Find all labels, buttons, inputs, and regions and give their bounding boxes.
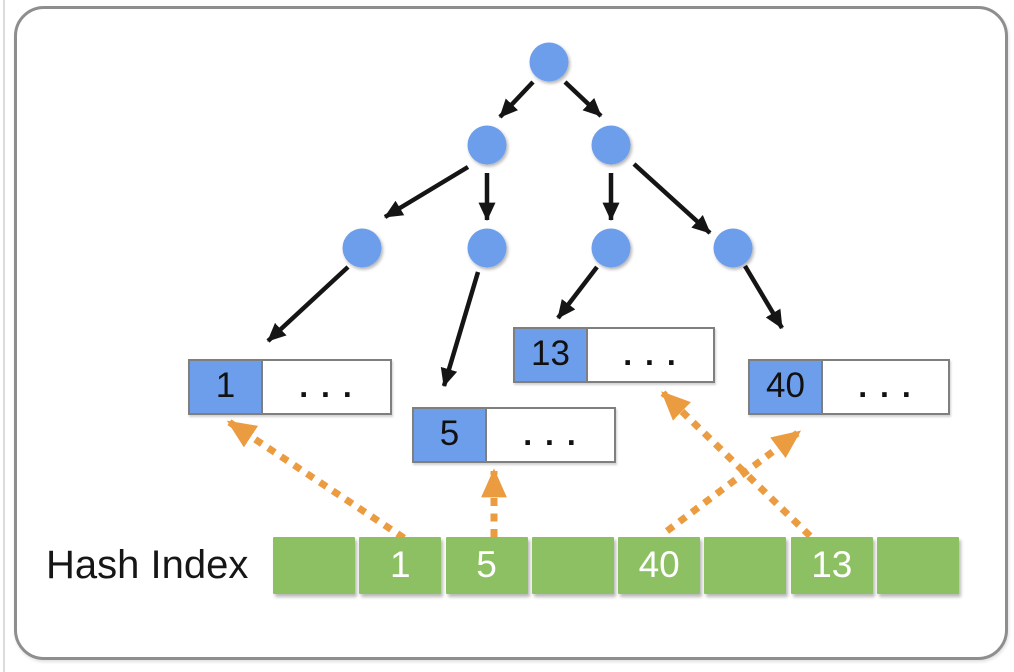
- hash-cell-6: 13: [790, 537, 873, 594]
- tree-node-l2b: [591, 125, 631, 165]
- leaf-more-1: . . .: [299, 367, 354, 404]
- tree-node-l3a: [342, 228, 382, 268]
- tree-node-l3b: [467, 228, 507, 268]
- tree-node-root: [529, 42, 569, 82]
- leaf-key-40: 40: [750, 361, 823, 413]
- leaf-key-5: 5: [414, 409, 487, 461]
- tree-edge-root-right: [563, 80, 603, 118]
- hash-pointer-40: [664, 429, 802, 534]
- tree-edge-root-left: [498, 80, 535, 119]
- leaf-box-13: 13 . . .: [513, 327, 715, 383]
- page-edge-line: [3, 0, 5, 672]
- hash-cell-3: [531, 537, 614, 594]
- hash-cell-4: 40: [618, 537, 701, 594]
- tree-edge-l2b-l3d: [632, 162, 712, 235]
- leaf-key-13: 13: [515, 329, 588, 381]
- hash-index-row: 1 5 40 13: [273, 537, 960, 594]
- leaf-box-40: 40 . . .: [748, 359, 950, 415]
- leaf-key-1: 1: [190, 361, 263, 413]
- leaf-more-5: . . .: [523, 415, 578, 452]
- tree-node-l2a: [467, 125, 507, 165]
- tree-edge-l3d-leaf40: [743, 264, 784, 330]
- hash-index-label: Hash Index: [46, 543, 249, 587]
- leaf-box-1: 1 . . .: [188, 359, 392, 415]
- tree-node-l3c: [591, 228, 631, 268]
- hash-cell-2: 5: [445, 537, 528, 594]
- tree-edge-l3a-leaf1: [266, 265, 350, 343]
- leaf-more-40: . . .: [858, 367, 913, 404]
- hash-cell-1: 1: [359, 537, 442, 594]
- tree-edge-l2a-l3a: [383, 165, 470, 219]
- hash-cell-7: [877, 537, 960, 594]
- leaf-box-5: 5 . . .: [412, 407, 616, 463]
- tree-edge-l3c-leaf13: [556, 265, 599, 320]
- leaf-more-13: . . .: [623, 335, 678, 372]
- hash-pointer-13: [660, 390, 813, 539]
- hash-pointer-1: [226, 419, 406, 541]
- hash-cell-0: [273, 537, 355, 594]
- tree-node-l3d: [713, 228, 753, 268]
- hash-cell-5: [704, 537, 787, 594]
- tree-edge-l3b-leaf5: [440, 271, 481, 387]
